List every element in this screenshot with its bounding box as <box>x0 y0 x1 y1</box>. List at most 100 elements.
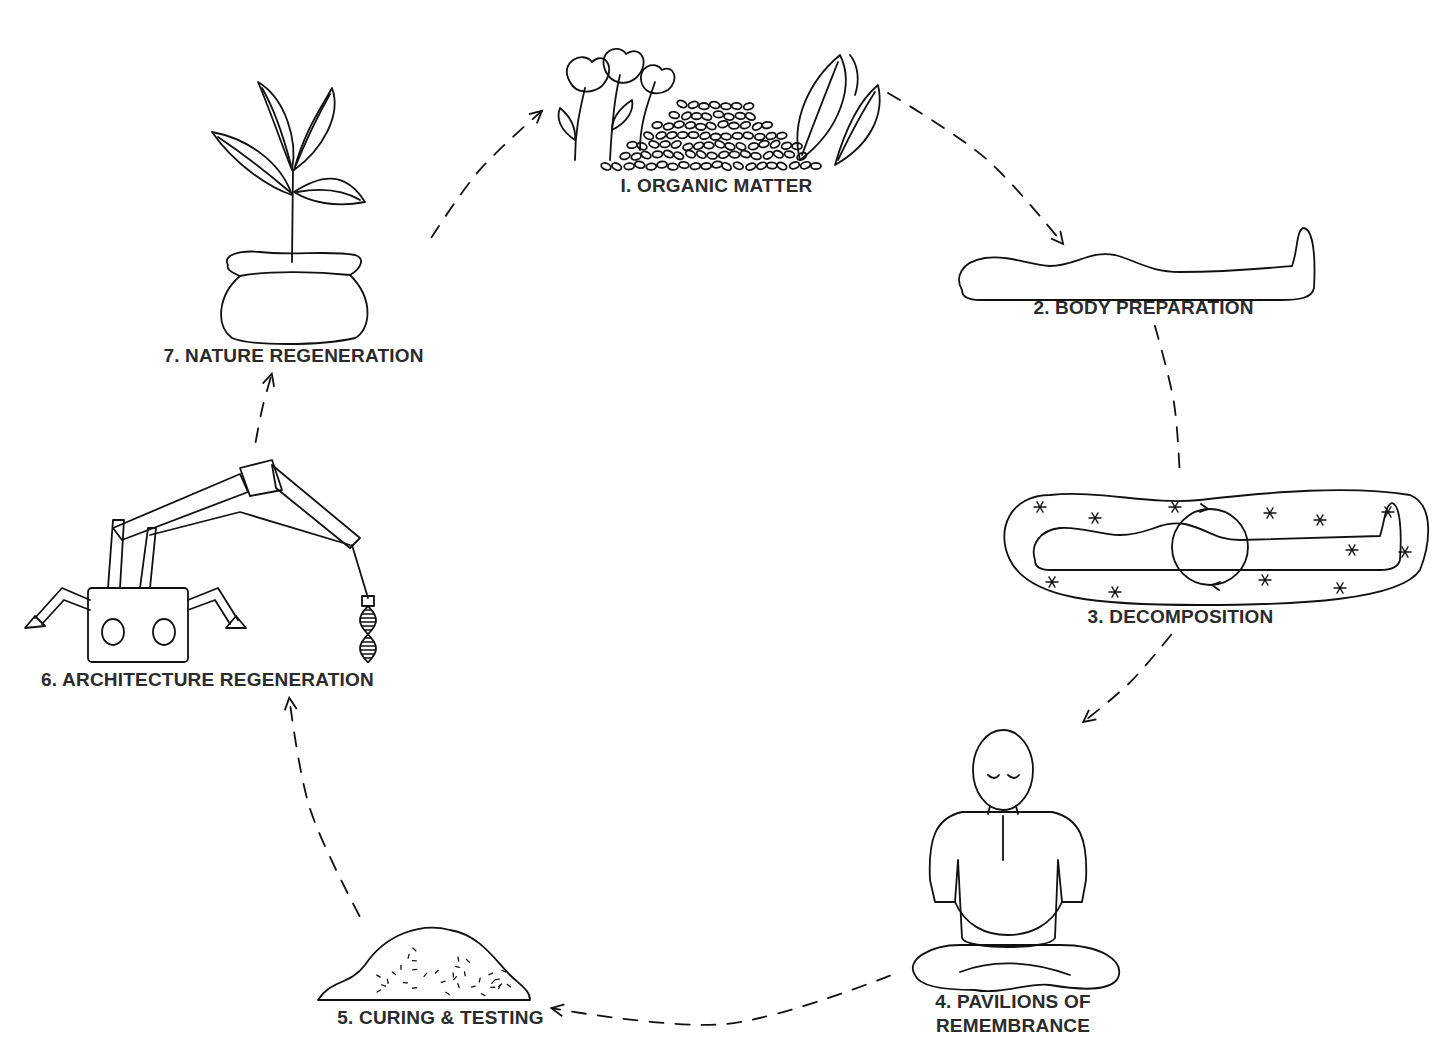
seed-texture <box>709 101 720 110</box>
dna-helix <box>360 649 376 650</box>
potted-plant <box>212 82 368 344</box>
stage-node: 3. DECOMPOSITION <box>996 485 1434 629</box>
printing-robot <box>352 545 368 598</box>
seed-texture <box>765 132 776 141</box>
grain-texture <box>454 977 457 980</box>
meditating-person <box>1008 775 1019 778</box>
seed-texture <box>624 163 635 170</box>
grain-texture <box>392 972 395 974</box>
seed-texture <box>693 141 705 151</box>
seed-texture <box>712 160 723 168</box>
body-outline <box>959 228 1314 300</box>
stage-label: 5. CURING & TESTING <box>337 1006 545 1030</box>
microbe-marks <box>1049 577 1055 587</box>
grain-texture <box>502 970 506 971</box>
seed-texture <box>745 162 756 171</box>
grain-texture <box>403 982 407 984</box>
stage-node: 2. BODY PREPARATION <box>953 250 1320 320</box>
grain-texture <box>424 973 427 976</box>
printing-robot <box>35 588 90 618</box>
grain-texture <box>435 970 438 973</box>
seed-texture <box>743 131 754 139</box>
seed-texture <box>729 122 739 129</box>
seed-texture <box>663 122 674 130</box>
grain-texture <box>413 969 417 971</box>
potted-plant <box>262 88 291 165</box>
seed-texture <box>657 161 668 168</box>
microbe-marks <box>1385 507 1391 517</box>
seed-texture <box>713 111 723 118</box>
seed-texture <box>796 151 808 161</box>
stage-node: I. ORGANIC MATTER <box>548 48 882 198</box>
printing-robot <box>102 619 124 645</box>
seed-texture <box>699 131 710 140</box>
printing-robot <box>272 465 360 548</box>
seed-texture <box>666 131 677 139</box>
seed-texture <box>710 133 720 140</box>
picture-space <box>896 728 1130 990</box>
grain-texture <box>457 957 459 961</box>
seed-texture <box>740 121 751 130</box>
seed-texture <box>748 142 759 150</box>
seed-texture <box>735 112 746 119</box>
decomposition-drawing <box>1212 582 1220 590</box>
printing-robot <box>188 588 238 620</box>
grain-texture <box>492 980 495 983</box>
seed-texture <box>740 150 751 159</box>
seed-texture <box>717 120 728 129</box>
printing-robot <box>88 588 188 662</box>
organic-matter-drawing <box>802 62 838 155</box>
cured-material-pile <box>318 928 530 1000</box>
seed-texture <box>690 162 701 170</box>
grain-texture <box>491 987 495 988</box>
picture-space <box>996 485 1434 605</box>
grain-texture <box>412 987 416 989</box>
microbe-marks <box>1112 587 1118 597</box>
printing-robot <box>226 616 246 628</box>
meditating-person <box>960 963 1070 975</box>
grain-texture <box>387 979 389 983</box>
dna-helix <box>360 606 376 662</box>
dna-helix <box>362 641 374 642</box>
microbe-marks <box>1037 502 1043 512</box>
meditating-person <box>930 812 1087 947</box>
microbe-marks <box>1349 545 1355 555</box>
seed-texture <box>673 151 685 161</box>
seed-texture <box>724 142 736 152</box>
seed-texture <box>744 111 756 121</box>
stage-label: 7. NATURE REGENERATION <box>163 344 425 368</box>
seed-texture <box>705 121 717 131</box>
microbe-marks <box>1049 577 1055 587</box>
seed-texture <box>714 139 726 149</box>
seed-texture <box>636 141 648 151</box>
meditating-person <box>913 945 1119 991</box>
seed-texture <box>732 161 744 171</box>
seed-texture <box>655 131 667 140</box>
seed-texture <box>789 161 801 170</box>
stage-label: 3. DECOMPOSITION <box>1087 605 1274 629</box>
stage-label: 6. ARCHITECTURE REGENERATION <box>41 668 375 692</box>
seed-texture <box>784 150 795 158</box>
dashed-connector <box>552 976 891 1025</box>
seed-texture <box>701 112 712 121</box>
dna-helix <box>362 613 374 614</box>
body-outline <box>959 228 1314 300</box>
microbe-marks <box>1092 513 1098 523</box>
microbe-marks <box>1337 583 1343 593</box>
microbe-marks <box>1267 508 1273 518</box>
meditating-person <box>988 775 999 778</box>
grain-texture <box>495 978 499 980</box>
microbe-marks <box>1034 502 1411 597</box>
cured-material-pile <box>318 928 530 1000</box>
microbe-marks <box>1385 507 1391 517</box>
seed-texture <box>701 163 712 170</box>
seed-texture <box>751 121 763 131</box>
grain-texture <box>507 984 510 986</box>
picture-space <box>548 48 882 174</box>
seed-texture <box>668 163 678 170</box>
microbe-marks <box>1262 575 1268 585</box>
seed-texture <box>669 111 680 119</box>
picture-space <box>953 250 1320 296</box>
seed-texture <box>676 99 688 109</box>
